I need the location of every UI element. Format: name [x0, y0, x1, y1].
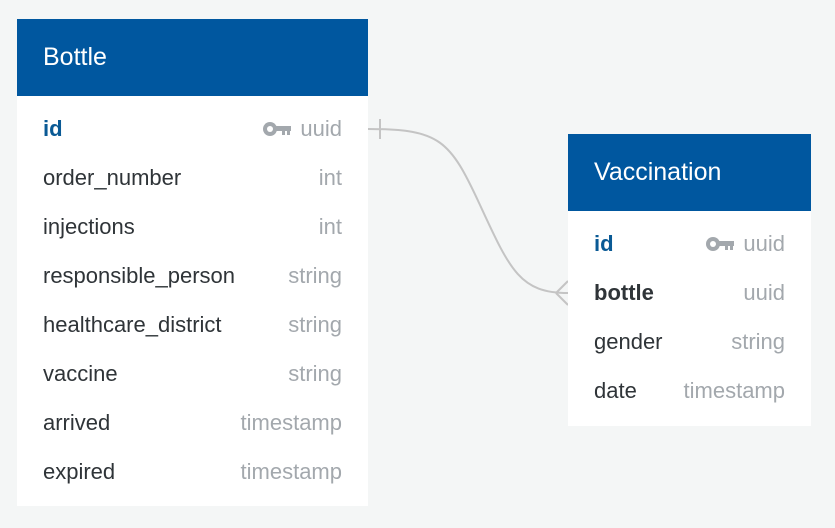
column-name: gender [594, 328, 663, 354]
column-row-responsible-person[interactable]: responsible_person string [17, 251, 368, 300]
column-type: timestamp [240, 458, 342, 484]
many-cardinality-marker-top [555, 280, 569, 294]
column-type: uuid [743, 279, 785, 305]
column-type: string [288, 360, 342, 386]
column-type-group: uuid [705, 231, 785, 257]
column-name: bottle [594, 279, 654, 305]
column-name: date [594, 377, 637, 403]
column-row-expired[interactable]: expired timestamp [17, 447, 368, 496]
column-row-id[interactable]: id uuid [568, 219, 811, 268]
many-cardinality-marker-bottom [555, 292, 569, 306]
column-type: string [731, 328, 785, 354]
table-vaccination[interactable]: Vaccination id uuid bottle uui [568, 134, 811, 426]
column-name: expired [43, 458, 116, 484]
table-title: Vaccination [594, 158, 722, 186]
column-name: arrived [43, 409, 111, 435]
column-type: timestamp [683, 377, 785, 403]
column-name: injections [43, 213, 135, 239]
column-type: string [288, 262, 342, 288]
column-type-group: uuid [262, 116, 342, 142]
column-row-gender[interactable]: gender string [568, 317, 811, 366]
column-name: id [594, 230, 614, 256]
column-row-healthcare-district[interactable]: healthcare_district string [17, 300, 368, 349]
column-row-id[interactable]: id uuid [17, 104, 368, 153]
column-type: int [318, 213, 342, 239]
column-type: int [318, 164, 342, 190]
column-type: uuid [300, 115, 342, 141]
table-header-bottle[interactable]: Bottle [17, 19, 368, 96]
relationship-line [367, 128, 569, 294]
column-list: id uuid bottle uuid gender [568, 211, 811, 415]
column-row-injections[interactable]: injections int [17, 202, 368, 251]
column-type: uuid [743, 230, 785, 256]
column-row-date[interactable]: date timestamp [568, 366, 811, 415]
table-title: Bottle [43, 43, 107, 71]
key-icon [263, 121, 292, 136]
column-type: string [288, 311, 342, 337]
column-name: id [43, 115, 63, 141]
column-type: timestamp [240, 409, 342, 435]
column-row-vaccine[interactable]: vaccine string [17, 349, 368, 398]
column-row-arrived[interactable]: arrived timestamp [17, 398, 368, 447]
column-name: responsible_person [43, 262, 236, 288]
column-list: id uuid order_number int injectio [17, 96, 368, 496]
table-bottle[interactable]: Bottle id uuid order_number in [17, 19, 368, 506]
key-icon [706, 236, 735, 251]
column-name: order_number [43, 164, 182, 190]
column-row-order-number[interactable]: order_number int [17, 153, 368, 202]
column-row-bottle[interactable]: bottle uuid [568, 268, 811, 317]
column-name: vaccine [43, 360, 118, 386]
column-name: healthcare_district [43, 311, 222, 337]
table-header-vaccination[interactable]: Vaccination [568, 134, 811, 211]
